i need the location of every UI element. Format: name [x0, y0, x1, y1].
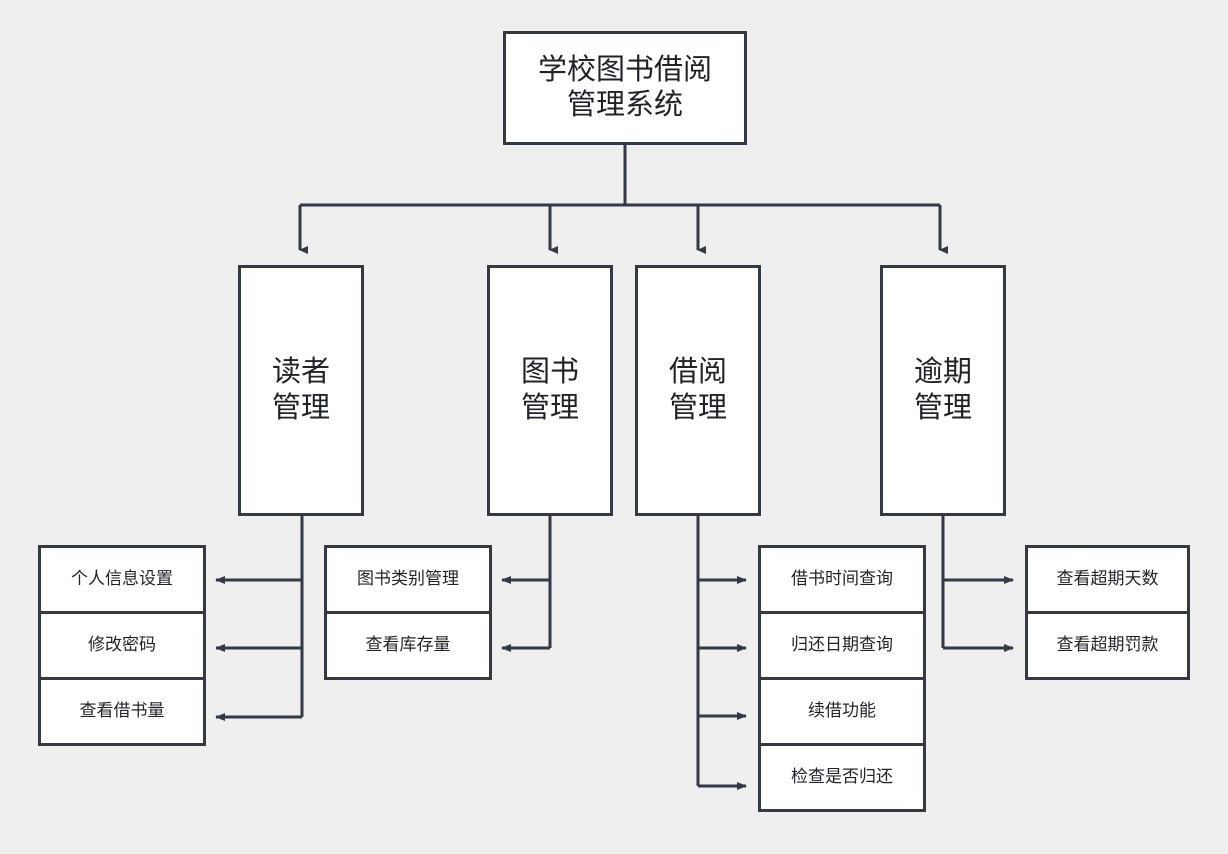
- leaf-node-book-1[interactable]: 图书类别管理: [324, 545, 492, 614]
- leaf-node-overdue-1[interactable]: 查看超期天数: [1025, 545, 1190, 614]
- leaf-node-reader-1[interactable]: 个人信息设置: [38, 545, 206, 614]
- branch-node-reader-label: 读者 管理: [271, 356, 330, 424]
- branch-node-overdue-label: 逾期 管理: [913, 356, 972, 424]
- leaf-node-book-2[interactable]: 查看库存量: [324, 611, 492, 680]
- leaf-node-overdue-1-label: 查看超期天数: [1056, 569, 1159, 589]
- root-node-label: 学校图书借阅 管理系统: [537, 53, 712, 121]
- leaf-node-borrow-2-label: 归还日期查询: [791, 635, 893, 655]
- leaf-node-overdue-2-label: 查看超期罚款: [1056, 635, 1159, 655]
- leaf-group-book: 图书类别管理 查看库存量: [324, 545, 492, 680]
- leaf-node-overdue-2[interactable]: 查看超期罚款: [1025, 611, 1190, 680]
- leaf-node-borrow-1-label: 借书时间查询: [791, 569, 893, 589]
- branch-node-borrow-label: 借阅 管理: [668, 356, 727, 424]
- branch-node-book-label: 图书 管理: [520, 356, 579, 424]
- leaf-node-reader-3[interactable]: 查看借书量: [38, 677, 206, 746]
- leaf-group-borrow: 借书时间查询 归还日期查询 续借功能 检查是否归还: [758, 545, 926, 812]
- leaf-node-borrow-4-label: 检查是否归还: [791, 767, 893, 787]
- branch-node-overdue[interactable]: 逾期 管理: [880, 265, 1006, 516]
- leaf-node-borrow-3-label: 续借功能: [808, 701, 876, 721]
- leaf-node-reader-1-label: 个人信息设置: [71, 569, 173, 589]
- leaf-node-borrow-1[interactable]: 借书时间查询: [758, 545, 926, 614]
- leaf-node-reader-2-label: 修改密码: [88, 635, 156, 655]
- root-node[interactable]: 学校图书借阅 管理系统: [503, 31, 747, 145]
- leaf-node-book-1-label: 图书类别管理: [357, 569, 459, 589]
- branch-node-reader[interactable]: 读者 管理: [238, 265, 364, 516]
- leaf-node-reader-2[interactable]: 修改密码: [38, 611, 206, 680]
- leaf-node-book-2-label: 查看库存量: [365, 635, 451, 655]
- branch-node-borrow[interactable]: 借阅 管理: [635, 265, 761, 516]
- leaf-node-reader-3-label: 查看借书量: [79, 701, 165, 721]
- branch-node-book[interactable]: 图书 管理: [487, 265, 613, 516]
- leaf-node-borrow-2[interactable]: 归还日期查询: [758, 611, 926, 680]
- leaf-node-borrow-3[interactable]: 续借功能: [758, 677, 926, 746]
- leaf-group-overdue: 查看超期天数 查看超期罚款: [1025, 545, 1190, 680]
- leaf-node-borrow-4[interactable]: 检查是否归还: [758, 743, 926, 812]
- leaf-group-reader: 个人信息设置 修改密码 查看借书量: [38, 545, 206, 746]
